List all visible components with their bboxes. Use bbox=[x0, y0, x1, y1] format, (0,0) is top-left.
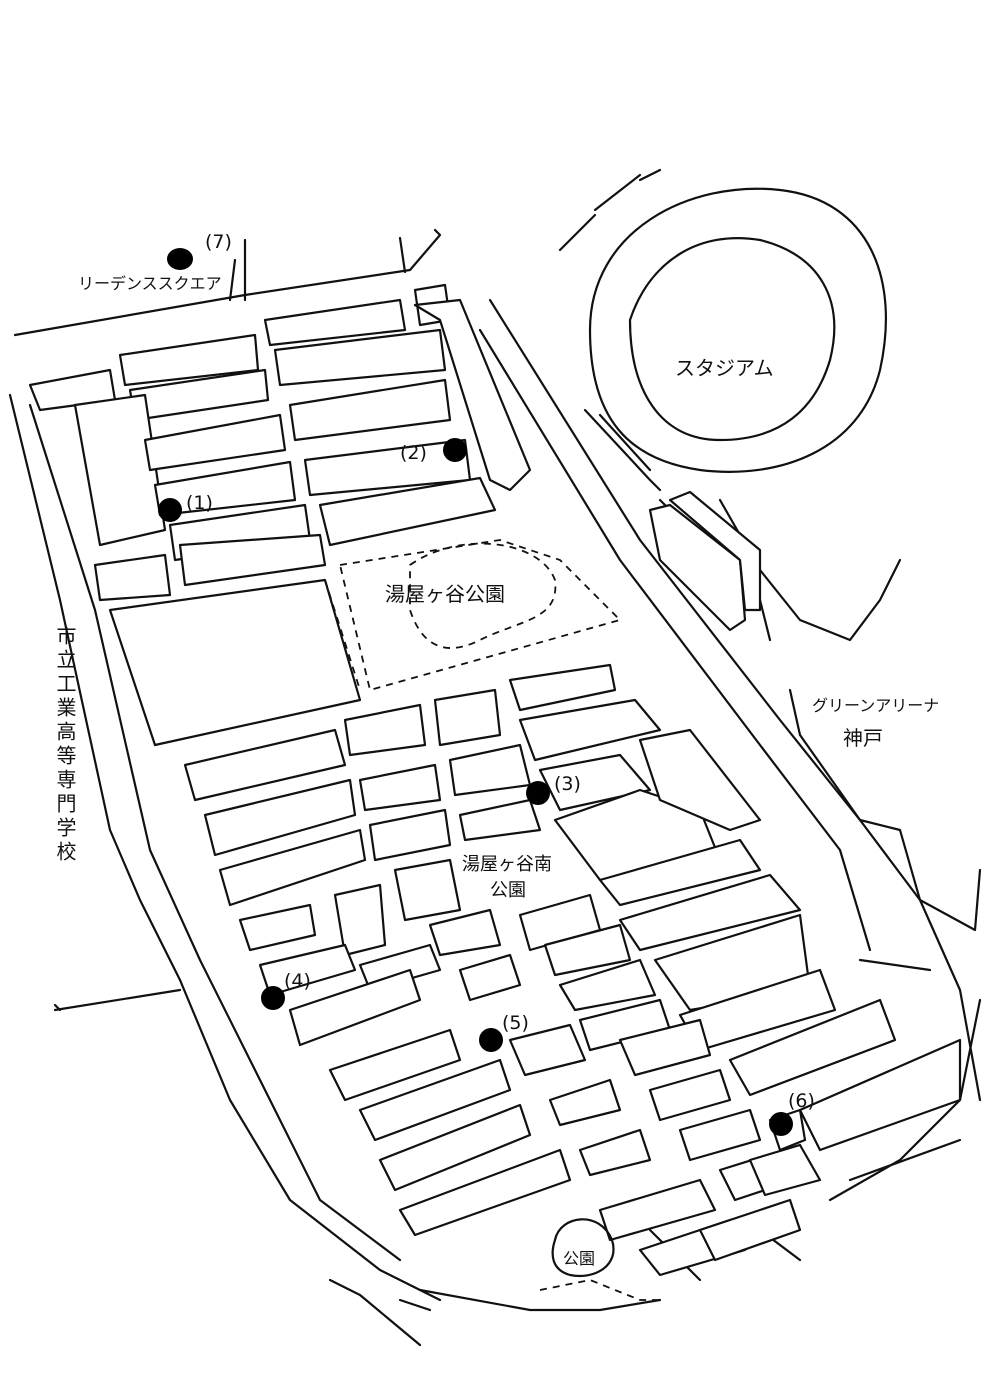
block bbox=[343, 703, 427, 757]
road-west-inner bbox=[28, 403, 402, 1262]
block bbox=[73, 393, 167, 547]
marker-label-5: (5) bbox=[502, 1012, 529, 1034]
small-park-label: 公園 bbox=[563, 1249, 596, 1268]
marker-label-3: (3) bbox=[554, 773, 581, 795]
marker-label-6: (6) bbox=[788, 1090, 815, 1112]
small-park-path bbox=[539, 1279, 660, 1301]
block bbox=[398, 1148, 572, 1237]
block bbox=[728, 998, 897, 1097]
block bbox=[638, 728, 762, 832]
road-southwest-curve bbox=[328, 1278, 432, 1347]
block bbox=[328, 1028, 462, 1102]
block bbox=[618, 1018, 712, 1077]
marker-label-2: (2) bbox=[400, 442, 427, 464]
block bbox=[748, 1143, 822, 1197]
block bbox=[598, 838, 762, 907]
marker-1[interactable] bbox=[158, 498, 182, 522]
yuyagaya-park-label: 湯屋ヶ谷公園 bbox=[385, 582, 505, 606]
block bbox=[543, 923, 632, 977]
road-south-tip bbox=[418, 1138, 962, 1312]
marker-6[interactable] bbox=[769, 1112, 793, 1136]
yuyagaya-park-boundary bbox=[324, 539, 622, 692]
block bbox=[143, 413, 287, 472]
block bbox=[578, 1128, 652, 1177]
marker-label-7: (7) bbox=[205, 231, 232, 253]
road-outline bbox=[13, 228, 442, 337]
block-large-lot bbox=[108, 578, 362, 747]
road-east-avenue-inner bbox=[478, 328, 872, 952]
block bbox=[508, 663, 617, 712]
block bbox=[318, 476, 497, 547]
stadium-ring bbox=[588, 187, 887, 473]
road-arena-edge bbox=[788, 688, 982, 932]
marker-label-1: (1) bbox=[186, 492, 213, 514]
block bbox=[618, 873, 802, 952]
green-arena-label: グリーンアリーナ bbox=[812, 696, 940, 715]
block bbox=[448, 743, 532, 797]
yuyagaya-park-path bbox=[409, 542, 557, 649]
block bbox=[678, 1108, 762, 1162]
block bbox=[648, 1068, 732, 1122]
block bbox=[358, 763, 442, 812]
block bbox=[218, 828, 367, 907]
block bbox=[183, 728, 347, 802]
block bbox=[333, 883, 387, 957]
block bbox=[458, 953, 522, 1002]
block bbox=[798, 1038, 962, 1152]
block bbox=[358, 943, 442, 992]
block bbox=[378, 1103, 532, 1192]
marker-3[interactable] bbox=[526, 781, 550, 805]
block bbox=[288, 968, 422, 1047]
block bbox=[458, 798, 542, 842]
block bbox=[358, 1058, 512, 1142]
road-far-east bbox=[558, 168, 662, 252]
block bbox=[393, 858, 462, 922]
marker-5[interactable] bbox=[479, 1028, 503, 1052]
marker-7[interactable] bbox=[167, 248, 193, 270]
block bbox=[178, 533, 327, 587]
block bbox=[538, 753, 652, 812]
road-west-outer bbox=[8, 393, 182, 982]
block bbox=[368, 808, 452, 862]
school-label: 市立工業高等専門学校 bbox=[53, 625, 77, 865]
residence-label: リーデンススクエア bbox=[78, 274, 222, 293]
stadium-label: スタジアム bbox=[675, 356, 774, 380]
block bbox=[548, 1078, 622, 1127]
road-school-boundary bbox=[53, 988, 182, 1012]
road-south-main bbox=[178, 978, 442, 1302]
block bbox=[288, 378, 452, 442]
stadium-outline bbox=[628, 237, 836, 442]
yuyagaya-south-park-label: 湯屋ヶ谷南 bbox=[462, 854, 552, 875]
yuyagaya-south-park-label-line2: 公園 bbox=[490, 880, 526, 901]
stadium-side-block-2 bbox=[668, 490, 762, 612]
green-arena-label-line2: 神戸 bbox=[843, 726, 883, 750]
road-southeast bbox=[828, 958, 982, 1202]
marker-label-4: (4) bbox=[284, 970, 311, 992]
block bbox=[238, 903, 317, 952]
block bbox=[203, 778, 357, 857]
marker-2[interactable] bbox=[443, 438, 467, 462]
small-park-outline bbox=[551, 1218, 615, 1278]
marker-4[interactable] bbox=[261, 986, 285, 1010]
stadium-side-block bbox=[648, 503, 747, 632]
block bbox=[153, 460, 297, 517]
block bbox=[413, 298, 532, 492]
block bbox=[433, 688, 502, 747]
block bbox=[273, 328, 447, 387]
block bbox=[263, 298, 407, 347]
block bbox=[558, 958, 657, 1012]
block bbox=[258, 943, 357, 997]
block bbox=[518, 698, 662, 762]
road-north-stubs bbox=[228, 236, 407, 302]
block bbox=[698, 1198, 802, 1262]
block bbox=[93, 553, 172, 602]
block bbox=[508, 1023, 587, 1077]
block bbox=[428, 908, 502, 957]
